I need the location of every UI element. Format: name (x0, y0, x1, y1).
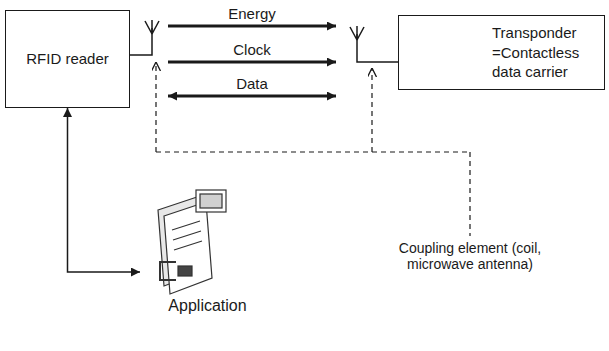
edge-label: Data (233, 75, 271, 92)
transponder-box: Transponder =Contactless data carrier (398, 15, 605, 90)
application-node: Application (140, 185, 275, 323)
reader-box: RFID reader (5, 10, 130, 108)
reader-antenna (130, 20, 159, 55)
node-text: RFID reader (26, 49, 109, 69)
signal-arrow (168, 61, 336, 64)
transponder-antenna (350, 26, 398, 62)
signal-arrow (168, 95, 336, 98)
edge-label: Energy (225, 5, 279, 22)
signal-arrow (168, 25, 336, 28)
edge-label: Clock (230, 41, 274, 58)
node-text: Transponder =Contactless data carrier (492, 23, 594, 82)
node-text: Application (168, 296, 246, 317)
signal-arrow (68, 108, 141, 272)
application-icon (158, 190, 226, 294)
coupling-label: Coupling element (coil, microwave antenn… (385, 240, 555, 272)
